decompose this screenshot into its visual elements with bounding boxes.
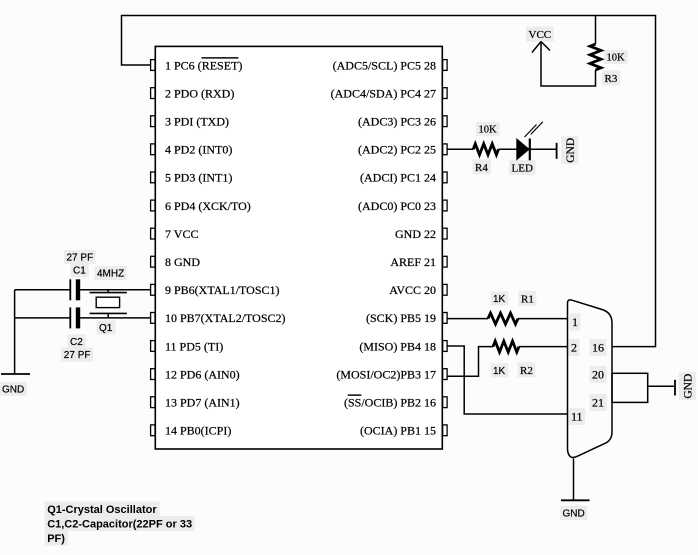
svg-text:13 PD7 (AIN1): 13 PD7 (AIN1) bbox=[165, 396, 240, 410]
svg-text:R3: R3 bbox=[605, 73, 618, 85]
svg-text:PF): PF) bbox=[47, 533, 65, 545]
svg-text:R1: R1 bbox=[521, 293, 534, 305]
svg-text:Q1-Crystal Oscillator: Q1-Crystal Oscillator bbox=[47, 504, 157, 516]
svg-text:Q1: Q1 bbox=[99, 323, 113, 334]
svg-text:1 PC6 (RESET): 1 PC6 (RESET) bbox=[165, 58, 242, 72]
svg-text:GND 22: GND 22 bbox=[395, 227, 436, 241]
svg-text:LED: LED bbox=[512, 163, 533, 175]
svg-text:(ADCI) PC1 24: (ADCI) PC1 24 bbox=[360, 171, 436, 185]
svg-text:(SCK) PB5 19: (SCK) PB5 19 bbox=[366, 311, 436, 325]
svg-text:4 PD2 (INT0): 4 PD2 (INT0) bbox=[165, 143, 232, 157]
svg-text:(ADC0) PC0 23: (ADC0) PC0 23 bbox=[358, 199, 436, 213]
svg-text:8 GND: 8 GND bbox=[165, 255, 200, 269]
svg-text:(MOSI/OC2)PB3 17: (MOSI/OC2)PB3 17 bbox=[336, 367, 436, 381]
svg-text:1K: 1K bbox=[493, 294, 506, 305]
svg-text:11 PD5 (TI): 11 PD5 (TI) bbox=[165, 339, 223, 353]
svg-text:20: 20 bbox=[592, 368, 604, 382]
svg-text:R4: R4 bbox=[475, 162, 488, 174]
svg-text:GND: GND bbox=[683, 374, 695, 399]
svg-text:AVCC 20: AVCC 20 bbox=[389, 283, 436, 297]
svg-text:21: 21 bbox=[592, 396, 604, 410]
svg-text:(ADC3) PC3 26: (ADC3) PC3 26 bbox=[358, 115, 436, 129]
svg-text:(SS/OCIB) PB2 16: (SS/OCIB) PB2 16 bbox=[344, 396, 436, 410]
svg-text:(ADC4/SDA) PC4 27: (ADC4/SDA) PC4 27 bbox=[331, 86, 436, 100]
svg-text:(OCIA) PB1 15: (OCIA) PB1 15 bbox=[360, 424, 436, 438]
svg-text:C1,C2-Capacitor(22PF or 33: C1,C2-Capacitor(22PF or 33 bbox=[47, 519, 192, 531]
svg-text:GND: GND bbox=[563, 509, 585, 520]
svg-text:VCC: VCC bbox=[529, 29, 552, 41]
svg-text:(MISO) PB4 18: (MISO) PB4 18 bbox=[359, 339, 436, 353]
svg-text:2: 2 bbox=[571, 341, 577, 355]
svg-text:14 PB0(ICPI): 14 PB0(ICPI) bbox=[165, 424, 231, 438]
svg-text:(ADC2) PC2 25: (ADC2) PC2 25 bbox=[358, 143, 436, 157]
svg-text:C1: C1 bbox=[73, 266, 86, 277]
svg-text:1: 1 bbox=[572, 315, 578, 329]
svg-text:(ADC5/SCL) PC5 28: (ADC5/SCL) PC5 28 bbox=[333, 58, 436, 72]
svg-text:2 PDO (RXD): 2 PDO (RXD) bbox=[165, 86, 234, 100]
svg-text:GND: GND bbox=[565, 138, 577, 163]
svg-text:10K: 10K bbox=[479, 125, 498, 136]
svg-text:16: 16 bbox=[592, 341, 604, 355]
svg-text:6 PD4 (XCK/TO): 6 PD4 (XCK/TO) bbox=[165, 199, 251, 213]
svg-text:AREF 21: AREF 21 bbox=[390, 255, 436, 269]
svg-text:C2: C2 bbox=[70, 337, 83, 348]
svg-text:27 PF: 27 PF bbox=[64, 350, 91, 361]
svg-text:27 PF: 27 PF bbox=[67, 253, 94, 264]
svg-text:GND: GND bbox=[2, 384, 24, 395]
svg-text:11: 11 bbox=[571, 410, 583, 424]
svg-text:9 PB6(XTAL1/TOSC1): 9 PB6(XTAL1/TOSC1) bbox=[165, 283, 280, 297]
svg-text:10 PB7(XTAL2/TOSC2): 10 PB7(XTAL2/TOSC2) bbox=[165, 311, 286, 325]
svg-text:4MHZ: 4MHZ bbox=[97, 269, 124, 280]
svg-text:7 VCC: 7 VCC bbox=[165, 227, 198, 241]
svg-text:12 PD6 (AIN0): 12 PD6 (AIN0) bbox=[165, 367, 240, 381]
svg-text:1K: 1K bbox=[493, 366, 506, 377]
svg-text:5 PD3 (INT1): 5 PD3 (INT1) bbox=[165, 171, 232, 185]
svg-text:R2: R2 bbox=[520, 365, 533, 377]
svg-text:3 PDI (TXD): 3 PDI (TXD) bbox=[165, 115, 229, 129]
svg-text:10K: 10K bbox=[607, 53, 626, 64]
